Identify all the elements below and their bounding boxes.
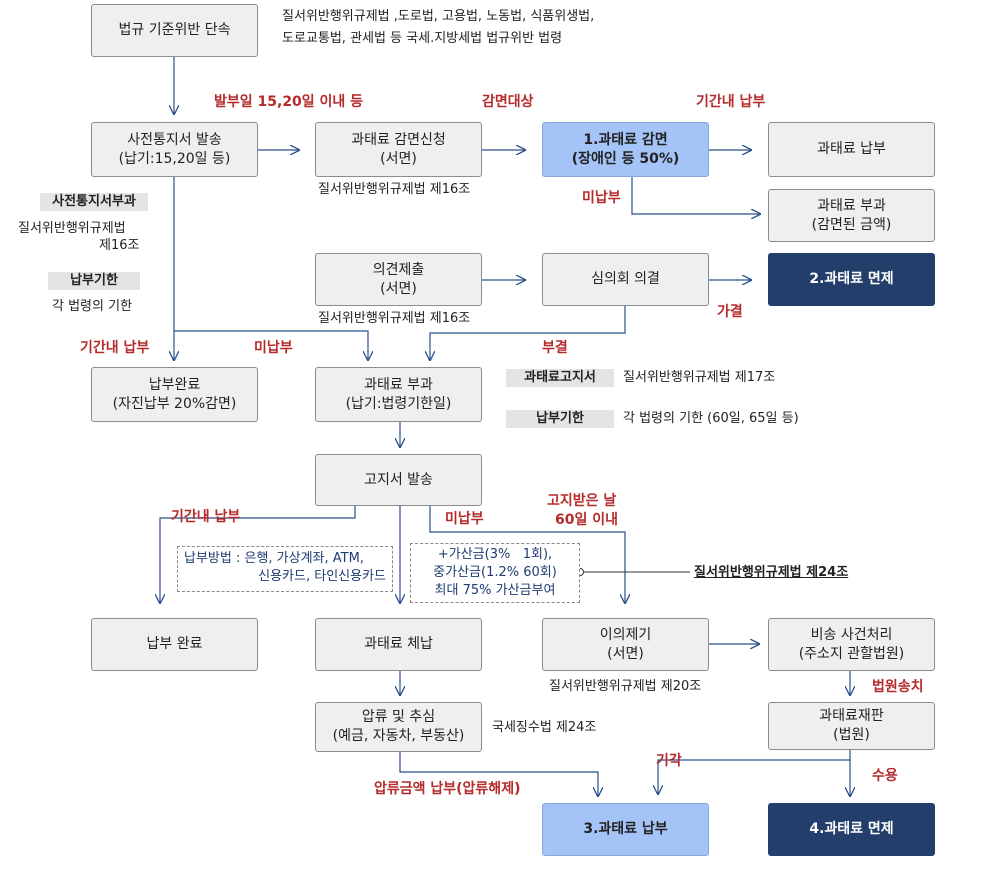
applicable-laws-line-2: 도로교통법, 관세법 등 국세.지방세법 법규위반 법령 xyxy=(282,31,563,46)
objection-sub: (서면) xyxy=(607,645,644,662)
notice-issuance-box: 고지서 발송 xyxy=(315,454,482,506)
fine-trial-sub: (법원) xyxy=(833,727,870,743)
payment-deadline-detail: 각 법령의 기한 (60일, 65일 등) xyxy=(623,411,799,426)
label-notice-60-line-1: 고지받은 날 xyxy=(547,493,617,509)
payment-complete-box: 납부 완료 xyxy=(91,618,258,671)
surcharge-law-ref: 질서위반행위규제법 제24조 xyxy=(694,565,849,580)
opinion-submission-box: 의견제출 (서면) xyxy=(315,253,482,306)
fine-exemption-4-label: 4.과태료 면제 xyxy=(809,821,894,837)
fine-trial-title: 과태료재판 xyxy=(819,708,884,724)
seizure-title: 압류 및 추심 xyxy=(361,709,436,725)
reduction-request-title: 과태료 감면신청 xyxy=(351,131,446,148)
label-unpaid-reduction: 미납부 xyxy=(582,190,621,206)
surcharge-note: +가산금(3% 1회), 중가산금(1.2% 60회) 최대 75% 가산금부여 xyxy=(410,543,580,603)
left-law-ref-line-2: 제16조 xyxy=(99,238,140,253)
reduced-fine-sub: (감면된 금액) xyxy=(811,216,892,233)
fine-exemption-4-box: 4.과태료 면제 xyxy=(768,803,935,856)
tag-pre-notice-imposition: 사전통지서부과 xyxy=(40,193,148,211)
fine-exemption-2-label: 2.과태료 면제 xyxy=(809,271,894,287)
fine-payment-3-label: 3.과태료 납부 xyxy=(583,821,668,837)
label-unpaid-left: 미납부 xyxy=(254,340,293,356)
fine-reduction-box: 1.과태료 감면 (장애인 등 50%) xyxy=(542,122,709,177)
opinion-submission-sub: (서면) xyxy=(380,280,417,297)
tag-fine-notice: 과태료고지서 xyxy=(506,369,614,387)
label-pay-in-period-top: 기간내 납부 xyxy=(696,94,766,110)
pre-notice-box: 사전통지서 발송 (납기:15,20일 등) xyxy=(91,122,258,177)
reduction-law-ref: 질서위반행위규제법 제16조 xyxy=(318,182,471,197)
fine-reduction-title: 1.과태료 감면 xyxy=(583,131,668,148)
reduced-fine-title: 과태료 부과 xyxy=(817,197,886,214)
fine-paid-label: 과태료 납부 xyxy=(817,141,886,157)
surcharge-line-3: 최대 75% 가산금부여 xyxy=(434,583,556,598)
non-litigation-title: 비송 사건처리 xyxy=(810,626,893,643)
fine-imposition-title: 과태료 부과 xyxy=(364,376,433,393)
fine-arrears-box: 과태료 체납 xyxy=(315,618,482,671)
surcharge-line-2: 중가산금(1.2% 60회) xyxy=(433,565,557,580)
opinion-law-ref: 질서위반행위규제법 제16조 xyxy=(318,311,471,326)
left-law-ref-line-1: 질서위반행위규제법 xyxy=(18,221,126,236)
seizure-collection-box: 압류 및 추심 (예금, 자동차, 부동산) xyxy=(315,702,482,752)
fine-notice-law-ref: 질서위반행위규제법 제17조 xyxy=(623,370,776,385)
fine-reduction-sub: (장애인 등 50%) xyxy=(571,150,680,167)
tag-payment-deadline: 납부기한 xyxy=(506,410,614,428)
payment-methods-note: 납부방법 : 은행, 가상계좌, ATM, 신용카드, 타인신용카드 xyxy=(177,546,393,592)
reduced-fine-imposition-box: 과태료 부과 (감면된 금액) xyxy=(768,189,935,242)
objection-title: 이의제기 xyxy=(599,626,652,643)
violation-enforcement-label: 법규 기준위반 단속 xyxy=(118,22,231,38)
tag-left-payment-deadline: 납부기한 xyxy=(48,272,140,290)
label-unpaid-lower: 미납부 xyxy=(445,511,484,527)
surcharge-line-1: +가산금(3% 1회), xyxy=(437,547,553,562)
label-approved: 가결 xyxy=(717,304,743,320)
committee-review-box: 심의회 의결 xyxy=(542,253,709,306)
seizure-sub: (예금, 자동차, 부동산) xyxy=(332,728,465,744)
payment-methods-line-1: 납부방법 : 은행, 가상계좌, ATM, xyxy=(184,551,364,566)
label-within-15-20-days: 발부일 15,20일 이내 등 xyxy=(214,94,364,110)
pre-notice-deadline: (납기:15,20일 등) xyxy=(118,150,231,167)
fine-imposition-box: 과태료 부과 (납기:법령기한일) xyxy=(315,367,482,422)
reduction-request-box: 과태료 감면신청 (서면) xyxy=(315,122,482,177)
label-reduction-target: 감면대상 xyxy=(482,94,534,110)
payment-complete-label: 납부 완료 xyxy=(146,636,203,652)
objection-box: 이의제기 (서면) xyxy=(542,618,709,671)
objection-law-ref: 질서위반행위규제법 제20조 xyxy=(549,679,702,694)
applicable-laws-line-1: 질서위반행위규제법 ,도로법, 고용법, 노동법, 식품위생법, xyxy=(282,9,595,24)
fine-arrears-label: 과태료 체납 xyxy=(364,636,433,652)
non-litigation-sub: (주소지 관할법원) xyxy=(798,645,905,662)
national-tax-law-ref: 국세징수법 제24조 xyxy=(492,720,597,735)
label-pay-in-period-left: 기간내 납부 xyxy=(80,340,150,356)
reduction-request-sub: (서면) xyxy=(380,150,417,167)
label-rejected: 부결 xyxy=(542,340,568,356)
self-payment-complete-box: 납부완료 (자진납부 20%감면) xyxy=(91,367,258,422)
label-pay-in-period-lower: 기간내 납부 xyxy=(171,509,241,525)
notice-issuance-label: 고지서 발송 xyxy=(364,471,433,488)
self-payment-title: 납부완료 xyxy=(148,376,201,393)
self-payment-sub: (자진납부 20%감면) xyxy=(112,395,237,412)
fine-imposition-sub: (납기:법령기한일) xyxy=(345,395,452,412)
opinion-submission-title: 의견제출 xyxy=(372,261,425,278)
label-notice-60-line-2: 60일 이내 xyxy=(555,512,618,528)
pre-notice-title: 사전통지서 발송 xyxy=(127,131,222,148)
left-deadline-text: 각 법령의 기한 xyxy=(52,299,133,314)
label-seizure-payment: 압류금액 납부(압류해제) xyxy=(374,781,521,797)
fine-exemption-2-box: 2.과태료 면제 xyxy=(768,253,935,306)
committee-review-label: 심의회 의결 xyxy=(591,271,660,287)
fine-paid-box: 과태료 납부 xyxy=(768,122,935,177)
label-court-transfer: 법원송치 xyxy=(872,679,924,695)
fine-trial-box: 과태료재판 (법원) xyxy=(768,702,935,750)
violation-enforcement-box: 법규 기준위반 단속 xyxy=(91,4,258,57)
label-accepted: 수용 xyxy=(872,768,898,784)
payment-methods-line-2: 신용카드, 타인신용카드 xyxy=(258,569,386,584)
non-litigation-box: 비송 사건처리 (주소지 관할법원) xyxy=(768,618,935,671)
fine-payment-3-box: 3.과태료 납부 xyxy=(542,803,709,856)
label-dismissed: 기각 xyxy=(656,753,682,769)
